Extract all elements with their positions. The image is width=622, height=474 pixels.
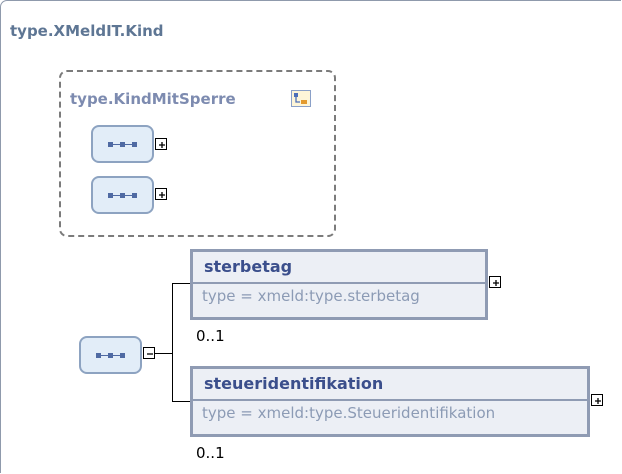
complex-type-icon [291,90,311,107]
cardinality-label: 0..1 [196,444,225,462]
element-name: steueridentifikation [204,374,384,393]
expand-plus-icon[interactable] [591,394,603,406]
element-header [193,369,587,401]
element-header [193,252,485,284]
connector-line [155,353,173,354]
sequence-icon [107,142,137,147]
cardinality-label: 0..1 [196,327,225,345]
connector-line [172,283,173,402]
element-type: type = xmeld:type.sterbetag [202,287,420,305]
collapse-minus-icon[interactable] [143,347,155,359]
expand-plus-icon[interactable] [155,188,167,200]
element-box-sterbetag[interactable]: sterbetag type = xmeld:type.sterbetag [190,249,488,320]
expand-plus-icon[interactable] [155,138,167,150]
sequence-icon [95,353,125,358]
sequence-compositor[interactable] [91,125,154,163]
complex-type-title: type.XMeldIT.Kind [10,22,164,40]
sequence-compositor[interactable] [91,176,154,214]
sequence-icon [107,193,137,198]
base-type-title: type.KindMitSperre [70,90,236,108]
connector-line [172,283,190,284]
element-name: sterbetag [204,257,293,276]
element-type: type = xmeld:type.Steueridentifikation [202,404,496,422]
expand-plus-icon[interactable] [489,276,501,288]
sequence-compositor[interactable] [79,336,142,374]
base-type-group [59,70,336,237]
element-box-steueridentifikation[interactable]: steueridentifikation type = xmeld:type.S… [190,366,590,437]
connector-line [172,401,190,402]
